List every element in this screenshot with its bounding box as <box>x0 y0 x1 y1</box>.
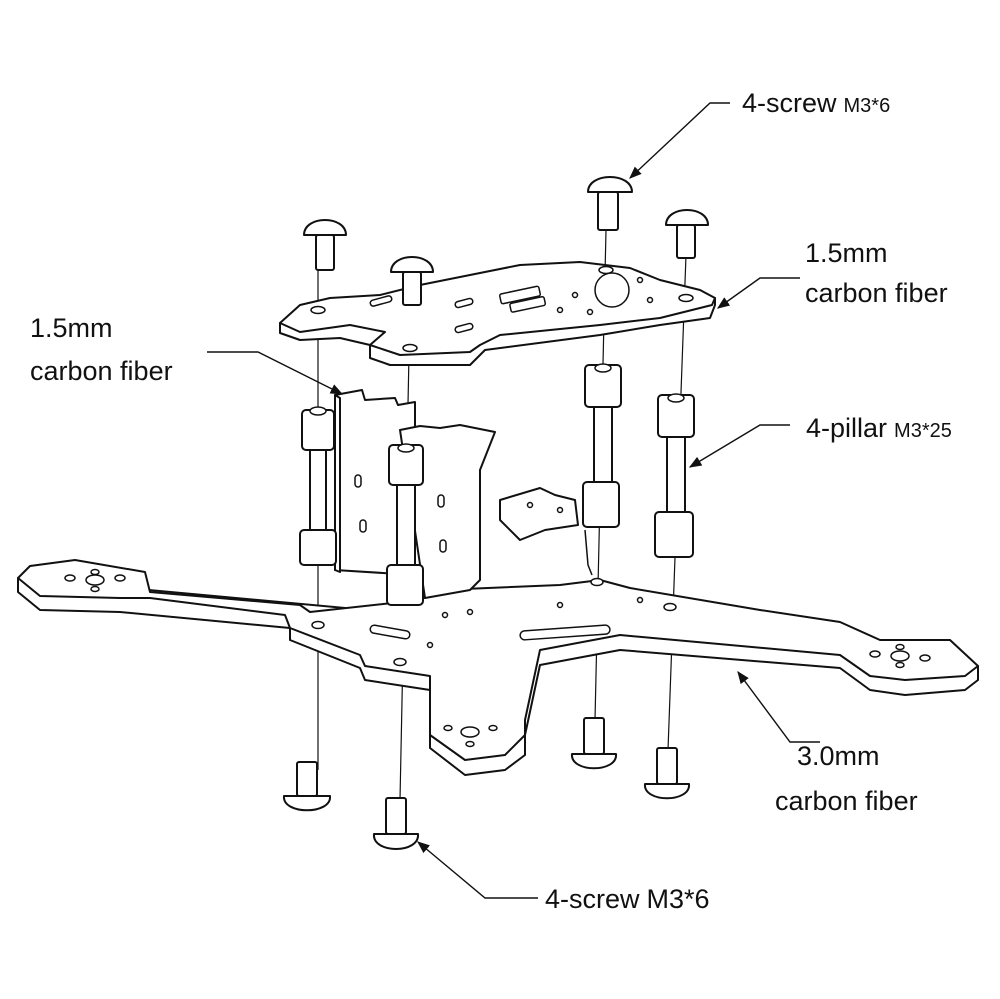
bottom-frame-label-line2: carbon fiber <box>775 786 918 816</box>
bottom-frame-label-line1: 3.0mm <box>797 741 880 771</box>
top-plate-label-line1: 1.5mm <box>805 238 888 268</box>
pillar-4 <box>654 393 695 558</box>
leader-lines <box>207 102 820 899</box>
top-screw-4 <box>665 209 709 259</box>
top-screw-2 <box>390 256 434 306</box>
pillar-2 <box>386 443 424 606</box>
top-screw-1 <box>303 219 347 271</box>
bottom-screw-2 <box>372 797 420 850</box>
bottom-screw-1 <box>282 761 332 812</box>
pillar-1 <box>299 406 337 566</box>
pillar-3 <box>582 363 622 528</box>
side-plate-label-line2: carbon fiber <box>30 356 173 386</box>
bottom-screw-4 <box>643 747 691 800</box>
bottom-screw-3 <box>570 717 618 770</box>
top-screw-3 <box>587 176 633 231</box>
side-plate-label-line1: 1.5mm <box>30 313 113 343</box>
bottom-frame-plate <box>17 559 979 776</box>
top-plate <box>279 261 716 366</box>
top-plate-label-line2: carbon fiber <box>805 278 948 308</box>
rear-bracket <box>499 487 593 576</box>
